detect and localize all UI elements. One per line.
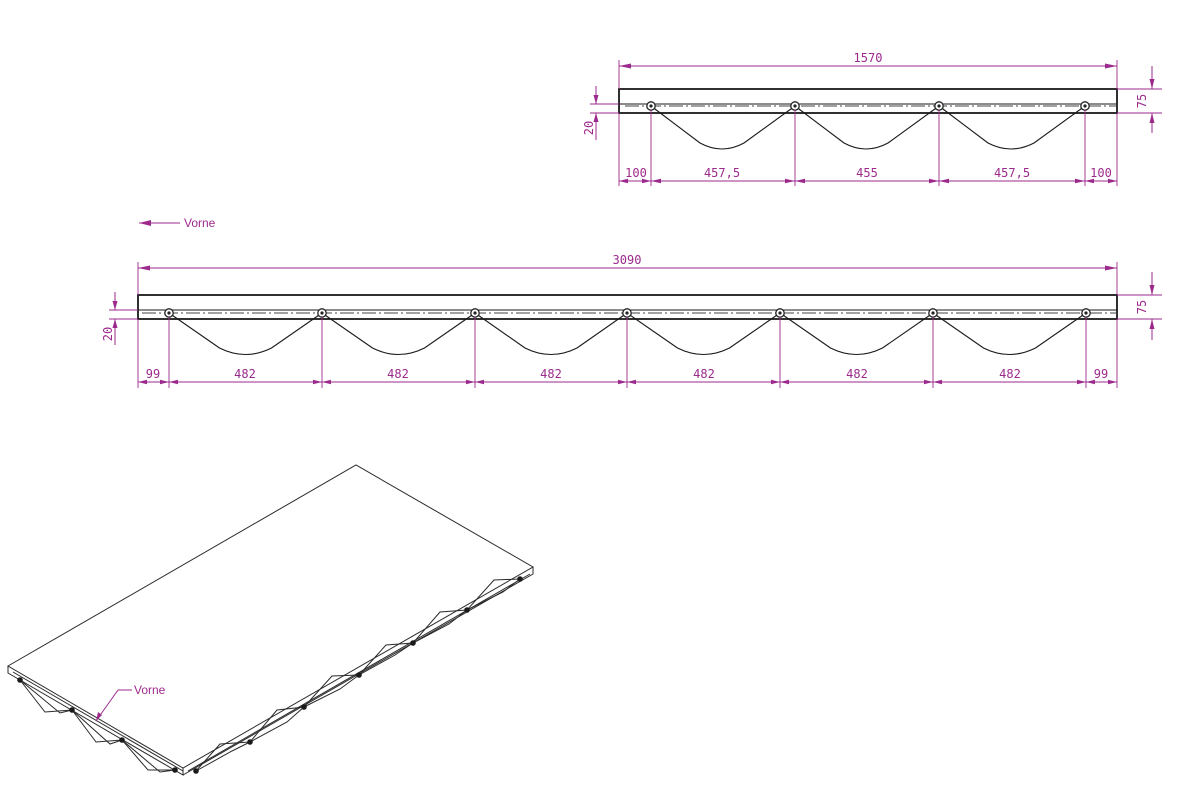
short-view-truss-3 [938,105,1086,150]
short-view-height: 75 [1135,94,1149,108]
long-view-spacing-1: 99 [146,367,160,381]
long-view-truss-segment [321,312,476,356]
long-view-overall-length: 3090 [613,253,642,267]
short-view-truss-2 [794,105,940,150]
short-view-overall-length: 1570 [854,51,883,65]
long-view-pin-height: 20 [101,327,115,341]
short-side-view: 1570 75 20 100 457,5 455 457,5 100 [582,51,1162,186]
long-view-truss-segment [168,312,323,356]
iso-front-edge [7,666,184,776]
long-side-view: 3090 75 20 99 482 482 482 482 482 482 99 [101,253,1162,388]
short-view-spacing-3: 455 [856,166,878,180]
short-view-plate-outline [618,88,1118,114]
long-view-spacing-7: 482 [999,367,1021,381]
isometric-view: Vorne [7,464,535,776]
iso-front-label: Vorne [134,683,166,697]
long-view-spacing-chain [137,317,1118,388]
long-view-spacing-8: 99 [1094,367,1108,381]
short-view-truss-1 [650,105,796,150]
short-view-spacing-1: 100 [625,166,647,180]
long-view-truss-segment [626,312,781,356]
long-view-truss [168,312,1087,356]
long-view-spacing-3: 482 [387,367,409,381]
front-direction-indicator: Vorne [139,216,216,230]
short-view-spacing-2: 457,5 [704,166,740,180]
long-view-truss-segment [474,312,628,356]
long-view-height: 75 [1135,300,1149,314]
iso-right-edge [182,567,534,776]
long-view-plate-outline [137,294,1118,320]
long-view-spacing-6: 482 [846,367,868,381]
iso-short-truss [19,679,175,771]
long-view-spacing-5: 482 [693,367,715,381]
long-view-spacing-2: 482 [234,367,256,381]
long-view-truss-segment [932,312,1087,356]
long-view-spacing-4: 482 [540,367,562,381]
long-view-truss-segment [779,312,934,356]
short-view-pin-height: 20 [582,121,596,135]
short-view-pins [646,101,1090,111]
short-view-spacing-4: 457,5 [994,166,1030,180]
short-view-spacing-5: 100 [1090,166,1112,180]
front-label: Vorne [184,216,216,230]
